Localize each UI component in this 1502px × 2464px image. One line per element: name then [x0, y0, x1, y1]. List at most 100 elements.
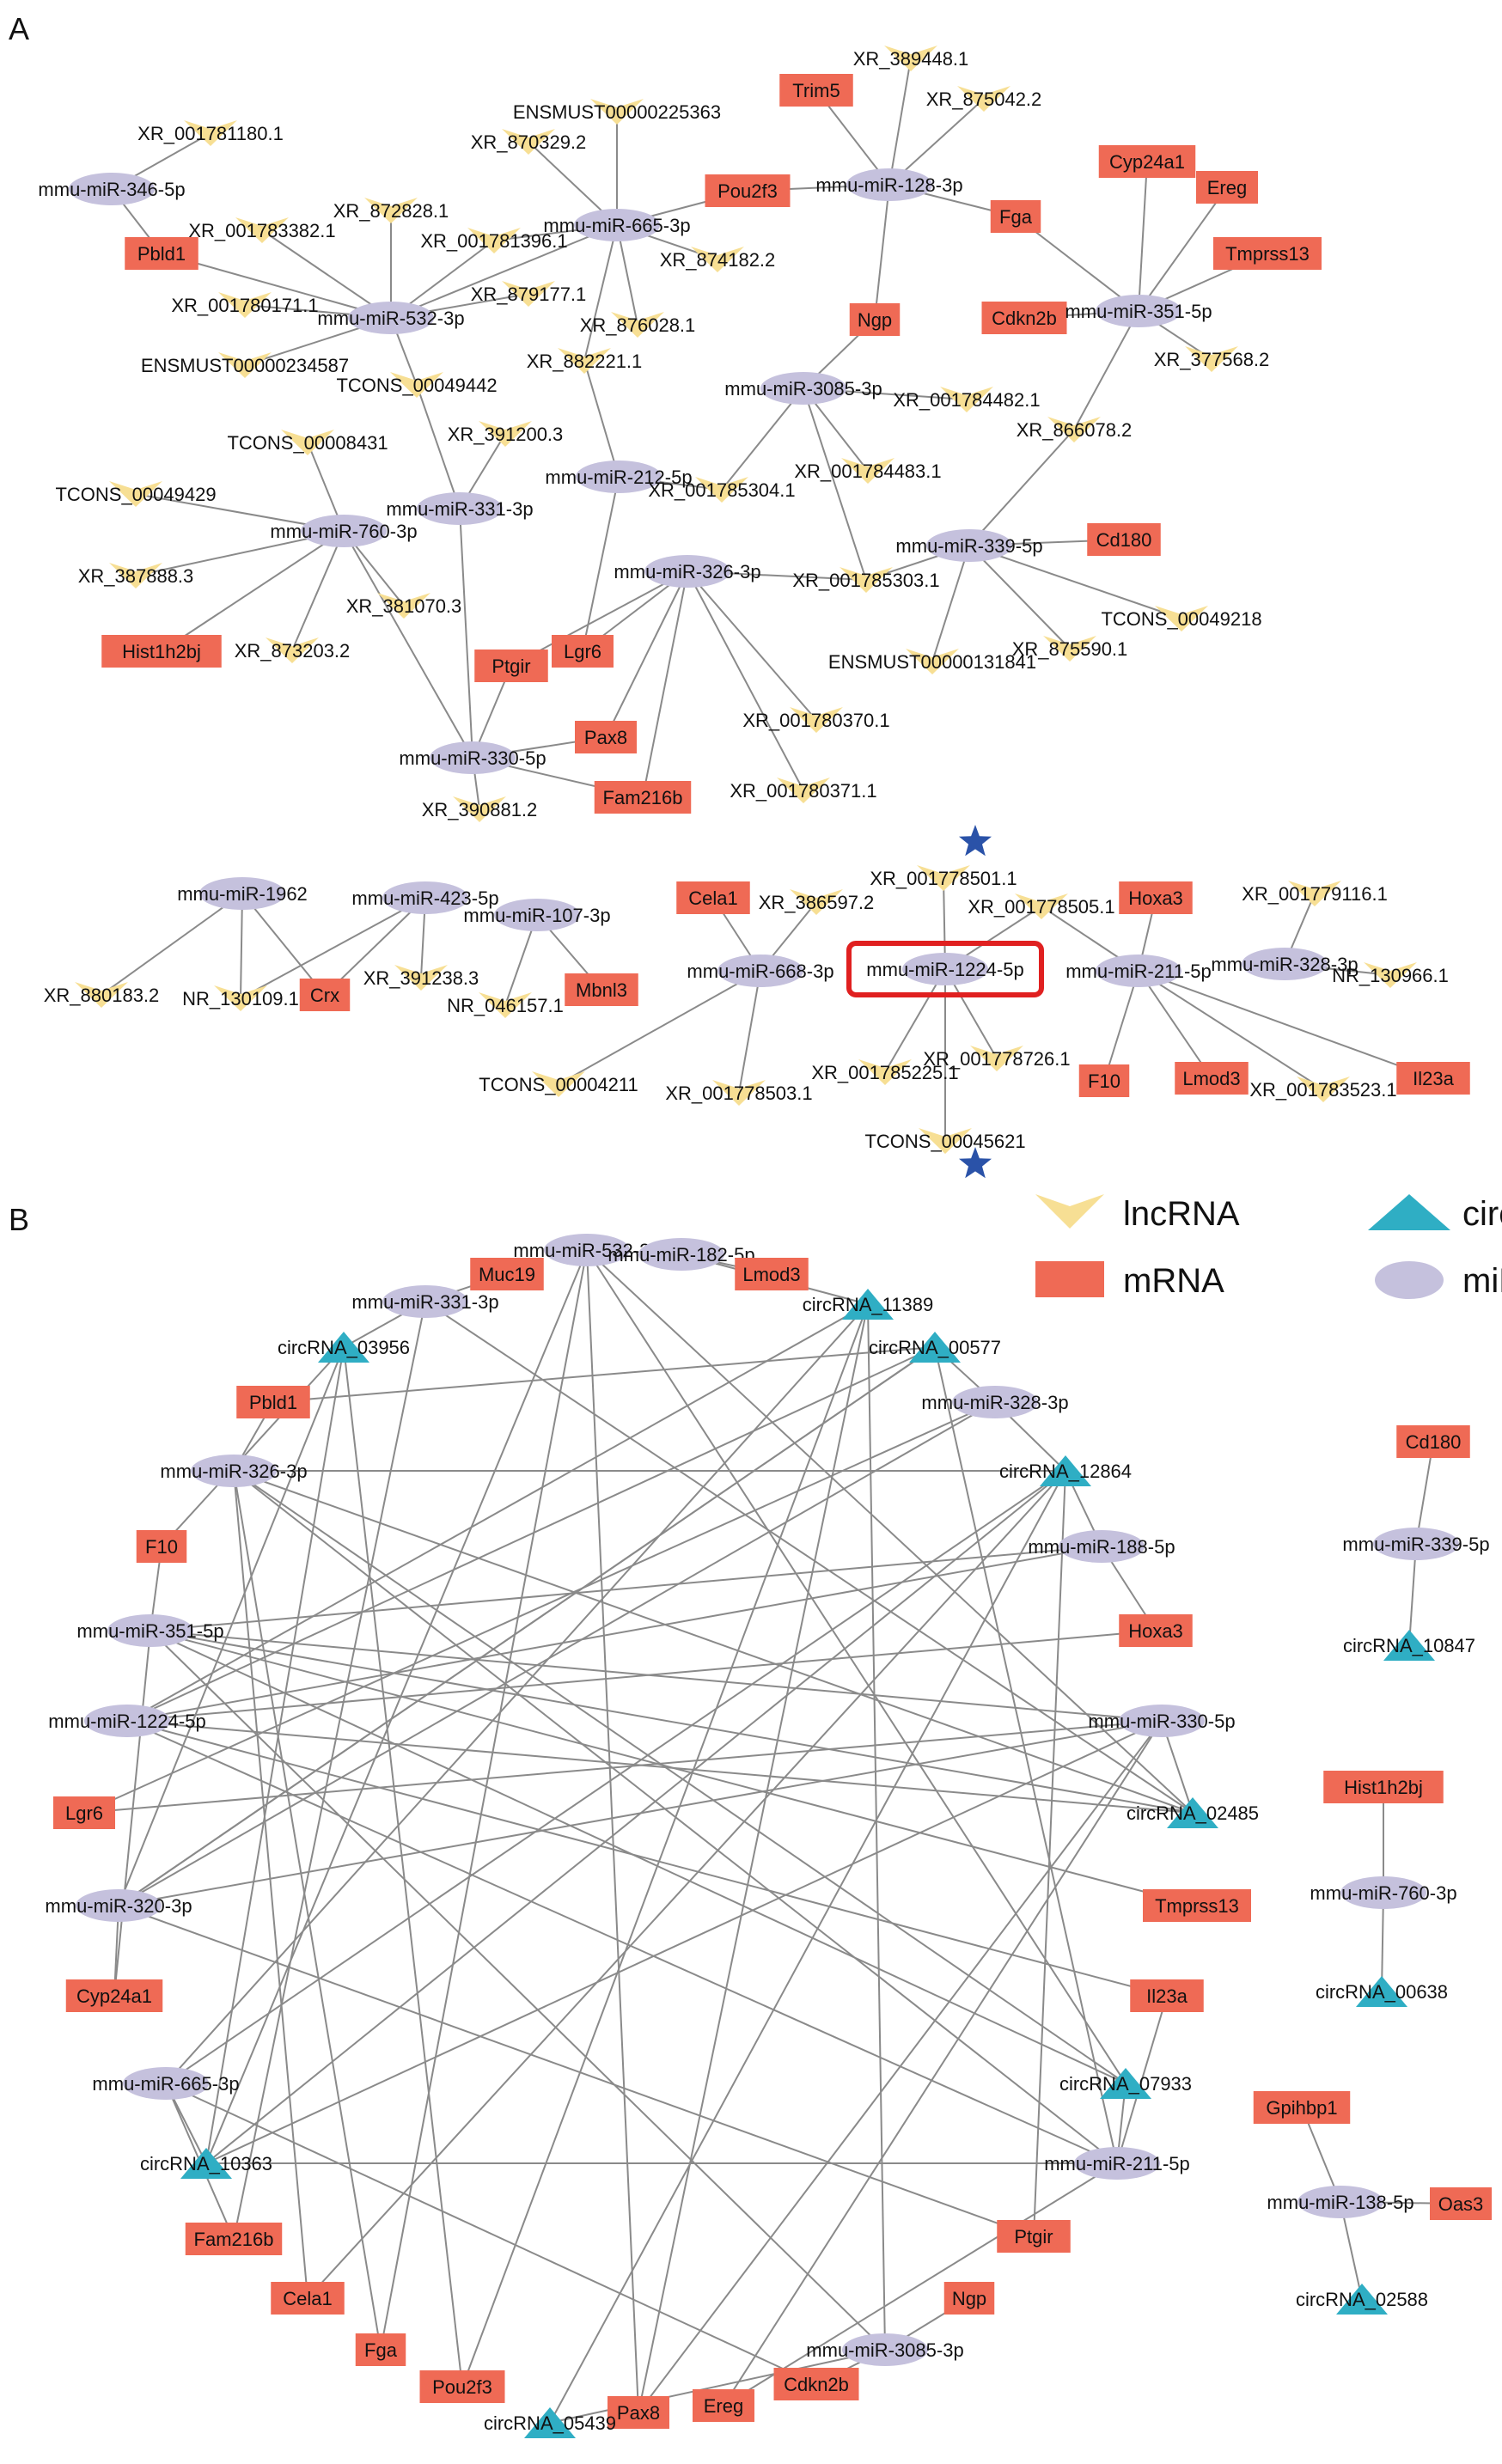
a-node-label: XR_001785303.1: [792, 570, 939, 591]
b-node-label: mmu-miR-320-3p: [45, 1895, 192, 1917]
b-node-hoxa3: Hoxa3: [1119, 1614, 1193, 1647]
a-node-label: TCONS_00045621: [864, 1131, 1025, 1152]
a-node-xr-001785303-1: XR_001785303.1: [792, 567, 940, 593]
b-edge-26: [113, 1630, 151, 1997]
a-node-label: TCONS_00049218: [1101, 608, 1261, 630]
a-node-label: mmu-miR-3085-3p: [724, 378, 882, 399]
b-node-circrna-03956: circRNA_03956: [278, 1332, 410, 1363]
a-node-label: NR_130109.1: [182, 988, 299, 1009]
a-node-ereg: Ereg: [1196, 171, 1258, 204]
a-node-il23a: Il23a: [1396, 1062, 1470, 1095]
b-edge-0: [586, 1249, 1194, 1814]
b-edge-64: [161, 1346, 345, 1547]
b-node-cd180: Cd180: [1396, 1425, 1470, 1458]
b-node-label: mmu-miR-1224-5p: [48, 1711, 205, 1732]
b-edge-40: [638, 1720, 1163, 2413]
b-edge-72: [118, 1346, 936, 1906]
a-node-xr-001780370-1: XR_001780370.1: [742, 707, 890, 733]
a-node-label: mmu-miR-328-3p: [1211, 954, 1358, 975]
a-node-xr-001784483-1: XR_001784483.1: [794, 458, 942, 484]
a-node-tcons-00049442: TCONS_00049442: [336, 372, 498, 398]
a-node-label: XR_387888.3: [78, 565, 194, 587]
b-node-label: circRNA_00577: [869, 1337, 1001, 1358]
a-node-xr-001780171-1: XR_001780171.1: [171, 292, 319, 318]
a-node-xr-880183-2: XR_880183.2: [44, 982, 159, 1008]
a-edge-13: [616, 224, 638, 326]
a-node-label: Hoxa3: [1128, 887, 1183, 909]
a-edge-67: [240, 893, 243, 999]
a-edge-76: [738, 970, 761, 1094]
b-node-lmod3: Lmod3: [735, 1258, 809, 1290]
a-node-label: Ereg: [1207, 177, 1247, 198]
b-node-label: Lgr6: [65, 1802, 103, 1824]
a-node-label: mmu-miR-346-5p: [38, 179, 185, 200]
b-node-lgr6: Lgr6: [53, 1796, 115, 1829]
a-node-label: XR_001780370.1: [742, 710, 889, 731]
a-node-nr-130109-1: NR_130109.1: [182, 985, 299, 1011]
a-edge-86: [1138, 970, 1324, 1090]
a-edge-18: [888, 58, 912, 186]
a-node-pbld1: Pbld1: [125, 237, 198, 270]
a-node-lmod3: Lmod3: [1175, 1062, 1249, 1095]
b-edge-37: [83, 1720, 1163, 1814]
a-node-mmu-mir-1962: mmu-miR-1962: [177, 877, 308, 910]
b-edge-28: [150, 1630, 1194, 1814]
a-node-xr-391238-3: XR_391238.3: [363, 965, 479, 991]
b-edge-51: [165, 2083, 817, 2385]
a-node-label: F10: [1088, 1070, 1120, 1092]
b-node-label: circRNA_12864: [999, 1461, 1132, 1482]
b-node-circrna-12864: circRNA_12864: [999, 1455, 1132, 1486]
a-node-label: XR_882221.1: [527, 351, 643, 372]
b-edge-62: [867, 1303, 886, 2351]
a-node-fga: Fga: [990, 200, 1041, 233]
a-node-label: mmu-miR-1224-5p: [866, 959, 1023, 980]
a-node-mmu-mir-351-5p: mmu-miR-351-5p: [1065, 295, 1212, 327]
a-node-xr-001778505-1: XR_001778505.1: [968, 894, 1115, 919]
a-node-tcons-00004211: TCONS_00004211: [479, 1071, 638, 1097]
b-node-label: mmu-miR-3085-3p: [806, 2339, 963, 2361]
b-node-label: Pou2f3: [432, 2376, 492, 2398]
b-node-label: Il23a: [1146, 1985, 1188, 2007]
b-node-cela1: Cela1: [271, 2282, 345, 2315]
a-node-label: XR_876028.1: [580, 314, 696, 336]
a-node-xr-377568-2: XR_377568.2: [1154, 346, 1269, 372]
b-node-ereg: Ereg: [693, 2389, 754, 2422]
a-node-label: TCONS_00049429: [55, 484, 216, 505]
a-edge-46: [161, 530, 345, 652]
legend-label: miRNA: [1462, 1262, 1502, 1300]
a-node-label: TCONS_00004211: [479, 1074, 638, 1095]
b-node-f10: F10: [136, 1530, 187, 1563]
b-node-label: mmu-miR-211-5p: [1044, 2153, 1190, 2174]
a-node-label: XR_001783382.1: [188, 220, 335, 241]
legend-label: circRNA: [1462, 1195, 1502, 1233]
a-node-label: mmu-miR-211-5p: [1065, 961, 1212, 982]
b-node-mmu-mir-532-3p: mmu-miR-532-3p: [513, 1234, 661, 1266]
legend-item-mrna: mRNA: [1035, 1261, 1224, 1300]
a-edge-34: [721, 387, 804, 491]
a-node-tcons-00008431: TCONS_00008431: [227, 430, 388, 455]
b-node-label: mmu-miR-532-3p: [513, 1240, 660, 1261]
a-node-label: Cyp24a1: [1109, 151, 1185, 173]
b-node-label: Ereg: [704, 2395, 743, 2417]
a-node-label: Tmprss13: [1225, 243, 1310, 265]
a-node-xr-001778503-1: XR_001778503.1: [665, 1080, 813, 1106]
b-node-circrna-02485: circRNA_02485: [1126, 1797, 1259, 1828]
b-node-label: circRNA_02485: [1126, 1802, 1259, 1824]
b-edge-19: [233, 1470, 382, 2351]
a-node-label: XR_001779116.1: [1242, 883, 1388, 905]
panel-a-highlight: [846, 825, 1044, 1179]
b-node-pax8: Pax8: [608, 2396, 669, 2429]
b-node-label: circRNA_10363: [140, 2153, 272, 2174]
b-edge-31: [126, 1346, 936, 1722]
b-node-label: Cyp24a1: [76, 1985, 152, 2007]
a-node-label: Pou2f3: [717, 180, 778, 202]
b-node-label: Fga: [364, 2339, 398, 2361]
b-edge-69: [461, 1303, 869, 2388]
a-node-label: XR_001783523.1: [1249, 1079, 1396, 1101]
b-node-mmu-mir-326-3p: mmu-miR-326-3p: [160, 1455, 308, 1487]
a-edge-49: [968, 429, 1075, 546]
a-node-nr-130966-1: NR_130966.1: [1332, 962, 1449, 988]
b-node-label: Ptgir: [1014, 2226, 1053, 2247]
